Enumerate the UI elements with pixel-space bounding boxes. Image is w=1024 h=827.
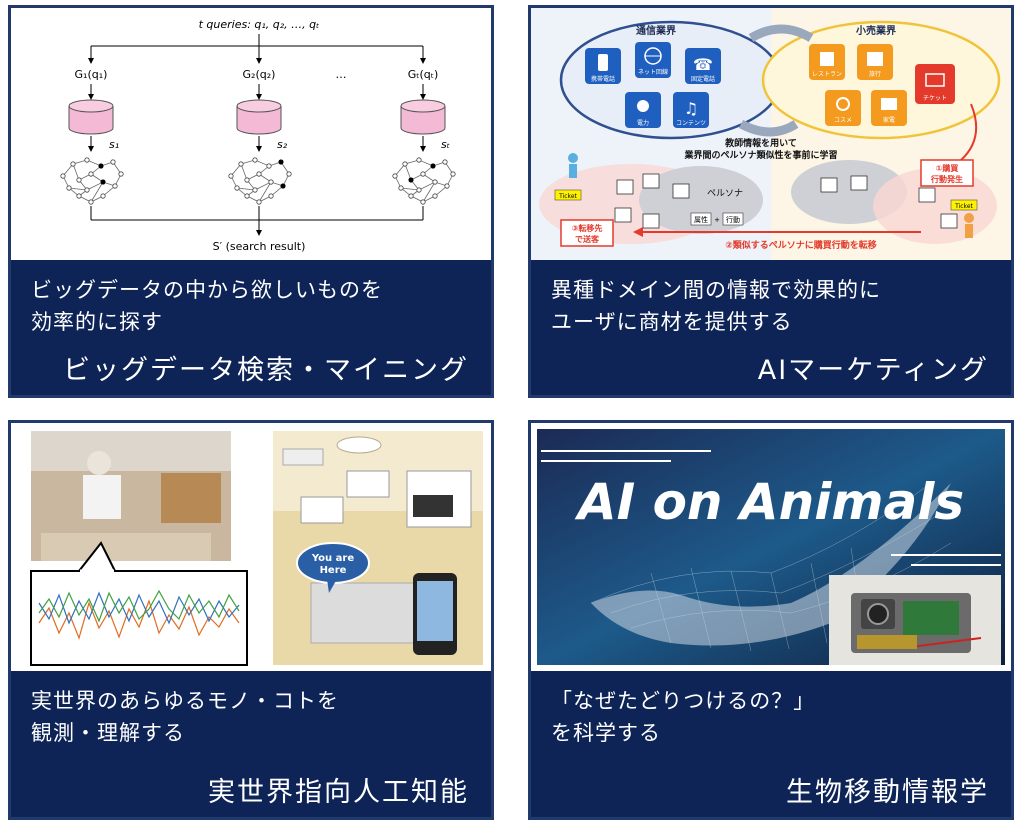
icon-label: コンテンツ [676,120,706,127]
ticket-tag-label: Ticket [954,203,973,210]
lightbulb-icon [625,92,661,128]
mobile-phone-icon [585,48,621,84]
step3-line1: ③転移先 [572,223,603,233]
retail-label: 小売業界 [855,24,896,37]
g1-label: G₁(q₁) [75,68,108,81]
marketing-diagram-svg: 通信業界 小売業界 携帯電話 ネット回線 ☎ 固定電話 電力 ♫ コンテンツ レ… [531,8,1011,260]
step3-line2: で送客 [575,234,600,244]
g2-label: G₂(q₂) [243,68,276,81]
learn-label-line2: 業界間のペルソナ類似性を事前に学習 [683,149,837,161]
sensor-chart [30,541,248,666]
card-ai-marketing[interactable]: 通信業界 小売業界 携帯電話 ネット回線 ☎ 固定電話 電力 ♫ コンテンツ レ… [528,5,1014,398]
svg-text:♫: ♫ [684,99,698,118]
dots-label: … [336,68,347,81]
real-world-figure: You are Here [11,423,491,671]
step1-line2: 行動発生 [930,174,963,184]
card-big-data-search[interactable]: t queries: q₁, q₂, …, qₜ G₁(q₁) G₂(q₂) …… [8,5,494,398]
database-icon [236,99,282,135]
telephone-icon: ☎ [685,48,721,84]
calendar-icon [857,44,893,80]
card-description: 実世界のあらゆるモノ・コトを 観測・理解する [31,689,339,745]
card-title: 生物移動情報学 [786,777,989,808]
card-title: 実世界指向人工知能 [208,777,469,808]
step2-label: ②類似するペルソナに購買行動を転移 [725,239,877,251]
marketing-diagram: 通信業界 小売業界 携帯電話 ネット回線 ☎ 固定電話 電力 ♫ コンテンツ レ… [531,8,1011,260]
icon-label: 携帯電話 [591,75,615,83]
gt-label: Gₜ(qₜ) [408,68,439,81]
persona-label: ペルソナ [707,188,743,199]
ticket-tag-label: Ticket [558,193,577,200]
bubble-line2: Here [320,565,347,576]
caption-panel: 実世界のあらゆるモノ・コトを 観測・理解する 実世界指向人工知能 [11,671,491,817]
lab-photo [31,431,231,561]
graph-icon [228,157,292,205]
caption-panel: 「なぜたどりつけるの？」 を科学する 生物移動情報学 [531,671,1011,817]
card-description: 「なぜたどりつけるの？」 を科学する [551,689,816,745]
ticket-tag-icon [554,189,582,201]
logo-text: AI on Animals [574,473,964,531]
real-world-svg: You are Here [30,431,483,666]
ticket-tag-icon [950,199,978,211]
icon-label: レストラン [812,71,842,78]
person-icon [568,153,578,178]
card-real-world-ai[interactable]: You are Here 実世界のあらゆるモノ・コトを 観測・理解する 実世界指… [8,420,494,820]
queries-label: t queries: q₁, q₂, …, qₜ [199,18,320,31]
person-icon [964,213,974,238]
icon-label: コスメ [834,117,852,124]
shirt-icon [809,44,845,80]
s2-label: s₂ [277,138,288,151]
learn-label-line1: 教師情報を用いて [724,137,797,149]
database-icon [400,99,446,135]
caption-panel: 異種ドメイン間の情報で効果的に ユーザに商材を提供する AIマーケティング [531,260,1011,395]
svg-text:+: + [714,216,720,224]
music-note-icon: ♫ [673,92,709,128]
card-description: 異種ドメイン間の情報で効果的に ユーザに商材を提供する [551,278,881,334]
caption-panel: ビッグデータの中から欲しいものを 効率的に探す ビッグデータ検索・マイニング [11,260,491,395]
icon-label: チケット [923,95,947,102]
location-pin-icon [296,542,370,593]
persona-cube-icon [614,173,958,229]
attribute-label: 属性 [694,215,708,224]
graph-icon [60,157,124,205]
tracking-device-photo [829,575,1001,665]
step1-line1: ①購買 [936,163,959,173]
st-label: sₜ [441,138,450,151]
card-bio-logging[interactable]: AI on Animals 「なぜたどりつけるの？」 を科学する 生物移動情報学 [528,420,1014,820]
icon-label: 旅行 [869,70,881,78]
globe-icon [635,42,671,78]
graph-icon [392,157,456,205]
smart-room-photo [273,431,483,665]
action-label: 行動 [726,215,740,224]
card-title: AIマーケティング [757,355,989,386]
search-diagram: t queries: q₁, q₂, …, qₜ G₁(q₁) G₂(q₂) …… [11,8,491,260]
database-icon [68,99,114,135]
icon-label: 家電 [883,116,895,124]
telecom-label: 通信業界 [636,24,676,37]
search-diagram-svg: t queries: q₁, q₂, …, qₜ G₁(q₁) G₂(q₂) …… [60,18,456,253]
s1-label: s₁ [109,138,119,151]
animals-figure: AI on Animals [531,423,1011,671]
icon-label: ネット回線 [638,68,668,76]
ticket-icon [915,64,955,104]
appliance-icon [871,90,907,126]
icon-label: 電力 [637,119,649,127]
search-result-label: S′ (search result) [213,240,306,253]
card-title: ビッグデータ検索・マイニング [63,355,469,386]
card-description: ビッグデータの中から欲しいものを 効率的に探す [31,278,383,334]
animals-svg: AI on Animals [537,429,1005,665]
bubble-line1: You are [311,553,354,564]
svg-text:☎: ☎ [693,55,713,74]
cosmetics-icon [825,90,861,126]
icon-label: 固定電話 [691,75,715,83]
